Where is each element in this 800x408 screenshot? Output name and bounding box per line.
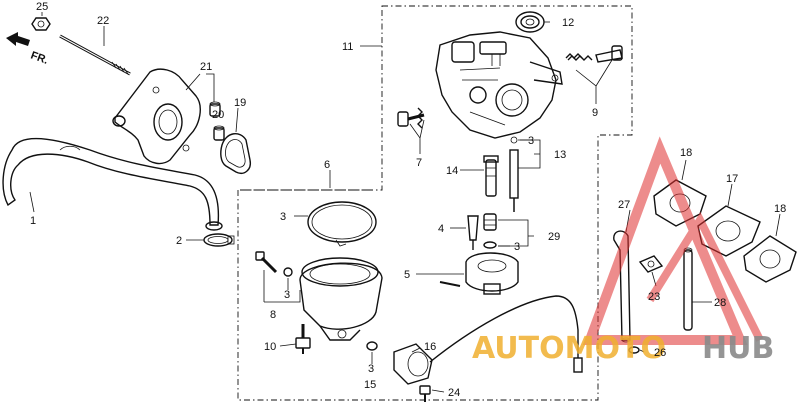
callout-22: 22 [97,15,109,27]
nut-icon [31,17,51,31]
callout-17: 17 [726,173,738,185]
callout-20: 20 [212,109,224,121]
callout-29: 29 [548,231,560,243]
fuel-cut-solenoid-icon [393,295,583,385]
callout-16: 16 [424,341,436,353]
callout-14: 14 [446,165,458,177]
callout-19: 19 [234,97,246,109]
tube-clip-small-icon [628,346,640,354]
callout-10: 10 [264,341,276,353]
hose-clamp-icon [203,233,235,247]
insulator-elbow-icon [112,68,201,165]
main-jet-icon [483,213,497,249]
callout-6: 6 [324,159,330,171]
callout-28: 28 [714,297,726,309]
callout-24: 24 [448,387,460,399]
float-valve-icon [467,215,479,250]
callout-11: 11 [342,41,353,53]
main-nozzle-icon [483,155,499,197]
callout-13: 13 [554,149,566,161]
callout-2: 2 [176,235,182,247]
intake-gasket-lower-icon [743,235,797,283]
callout-8: 8 [270,309,276,321]
callout-25: 25 [36,1,48,13]
gasket-icon [220,133,251,174]
callout-18-upper: 18 [680,147,692,159]
tube-clip-icon [638,255,664,273]
callout-18-lower: 18 [774,203,786,215]
adjust-screw-spring-icon [565,45,623,63]
callout-9: 9 [592,107,598,119]
callout-3-jet-washer: 3 [528,135,534,147]
carburetor-assembly-boundary [237,5,633,401]
callout-3-drain-washer: 3 [284,289,290,301]
float-bowl-gasket-icon [307,201,377,247]
drain-screw-icon [255,251,293,277]
callout-4: 4 [438,223,444,235]
callout-7: 7 [416,157,422,169]
float-bowl-icon [299,257,383,341]
front-direction-label: FR. [29,50,50,67]
front-direction-arrow-icon [6,32,30,46]
valve-seal-icon [515,11,545,33]
solenoid-screw-icon [419,385,431,402]
throttle-stop-screw-icon [397,107,425,129]
callout-3-solenoid-washer: 3 [368,363,374,375]
watermark-text-primary: AUTOMOTO [472,331,666,366]
dowel-pin-icon [209,101,225,141]
leader-lines [29,12,781,393]
stud-bolt-icon [59,34,131,76]
drain-tube-icon [683,247,693,331]
callout-3-bowl-gasket: 3 [280,211,286,223]
callout-5: 5 [404,269,410,281]
callout-15: 15 [364,379,376,391]
solenoid-washer-icon [366,341,378,351]
callout-21: 21 [200,61,212,73]
watermark-text-secondary: HUB [702,331,774,366]
carburetor-body-icon [435,31,563,139]
callout-1: 1 [30,215,36,227]
callout-23: 23 [648,291,660,303]
callout-26: 26 [654,347,666,359]
float-icon [439,252,519,295]
callout-3-main-jet-washer: 3 [514,241,520,253]
callout-27: 27 [618,199,630,211]
slow-jet-icon [509,136,519,212]
callout-12: 12 [562,17,574,29]
bowl-bolt-icon [295,324,311,354]
air-hose-icon [2,137,223,231]
watermark-logo [582,136,764,345]
